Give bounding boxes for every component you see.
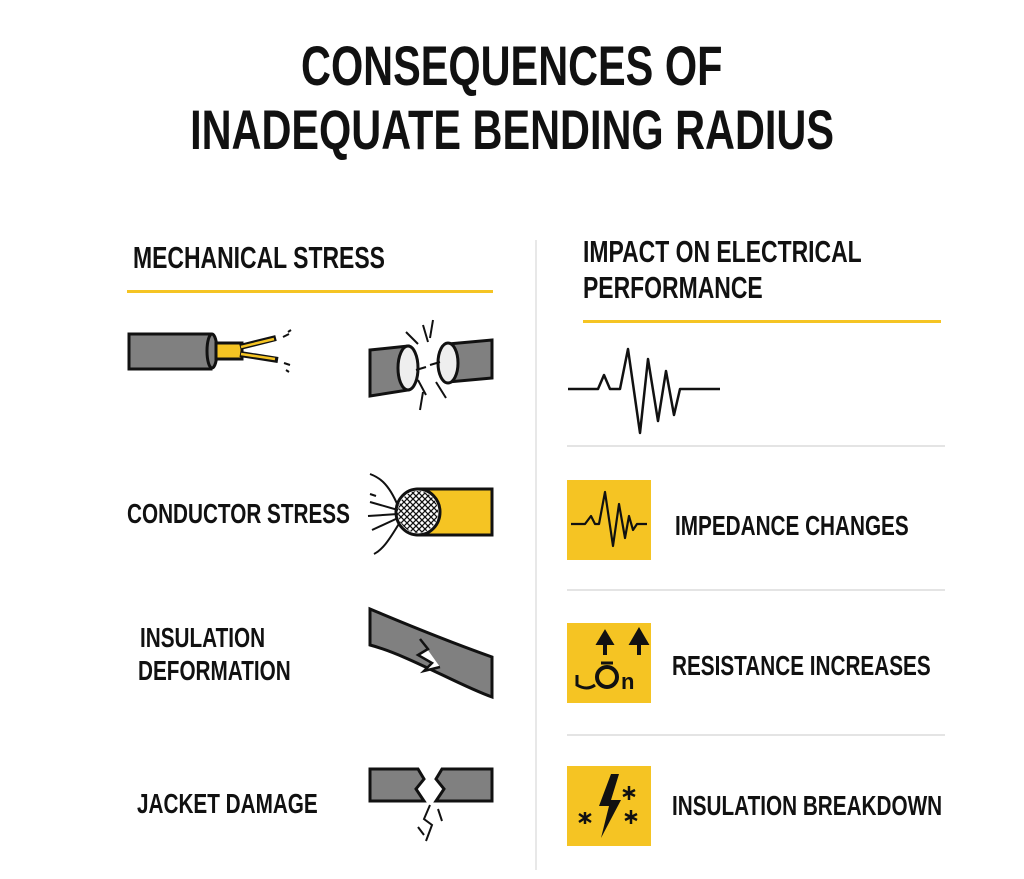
snapped-cable-icon bbox=[368, 319, 494, 411]
mechanical-stress-heading: MECHANICAL STRESS bbox=[133, 240, 385, 275]
waveform-icon bbox=[571, 490, 647, 548]
exposed-conductor-icon bbox=[367, 473, 494, 555]
resistance-increases-label: RESISTANCE INCREASES bbox=[672, 650, 931, 681]
breakdown-icon-box bbox=[567, 766, 651, 846]
electrical-performance-heading-line-2: PERFORMANCE bbox=[583, 270, 763, 305]
broken-jacket-icon bbox=[368, 767, 494, 842]
row-divider bbox=[567, 445, 945, 447]
title-line-2: INADEQUATE BENDING RADIUS bbox=[190, 98, 834, 161]
electrical-performance-heading-line-1: IMPACT ON ELECTRICAL bbox=[583, 234, 862, 269]
left-heading-underline bbox=[127, 290, 493, 293]
insulation-deformation-label-line-2: DEFORMATION bbox=[138, 655, 291, 686]
column-divider bbox=[535, 240, 537, 870]
resistance-up-icon: n bbox=[575, 627, 650, 694]
row-divider bbox=[567, 734, 945, 736]
svg-text:n: n bbox=[621, 669, 634, 694]
jacket-damage-label: JACKET DAMAGE bbox=[137, 788, 318, 819]
title-line-1: CONSEQUENCES OF bbox=[301, 34, 723, 97]
impedance-icon-box bbox=[567, 480, 651, 560]
cracked-insulation-icon bbox=[368, 606, 494, 700]
frayed-cable-icon bbox=[127, 329, 292, 373]
row-divider bbox=[567, 589, 945, 591]
insulation-breakdown-label: INSULATION BREAKDOWN bbox=[672, 790, 943, 821]
lightning-spark-icon bbox=[578, 774, 638, 838]
conductor-stress-label: CONDUCTOR STRESS bbox=[127, 498, 350, 529]
insulation-deformation-label-line-1: INSULATION bbox=[140, 622, 266, 653]
right-heading-underline bbox=[583, 320, 941, 323]
impedance-changes-label: IMPEDANCE CHANGES bbox=[675, 510, 909, 541]
signal-waveform-icon bbox=[568, 347, 720, 435]
resistance-icon-box: n bbox=[567, 623, 651, 703]
